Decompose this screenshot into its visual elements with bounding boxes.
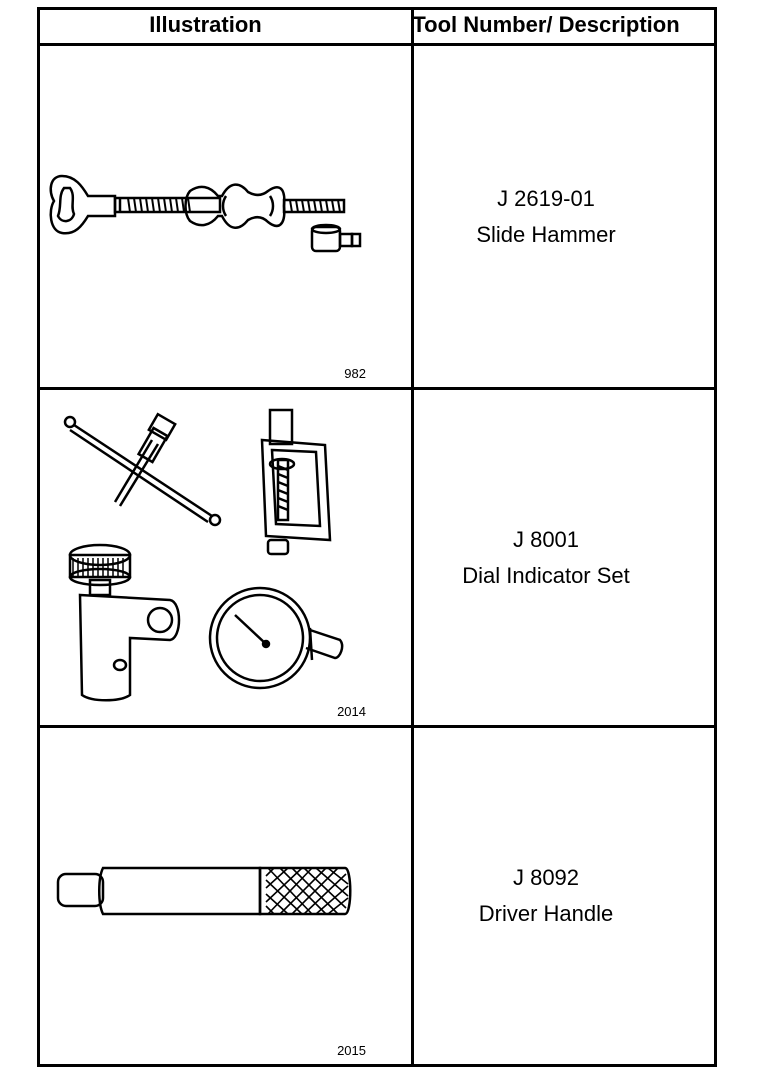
figure-number: 2014 (337, 704, 366, 719)
dial-indicator-set-icon (63, 408, 344, 702)
header-description: Tool Number/ Description (412, 12, 680, 37)
tool-description: Dial Indicator Set (462, 562, 630, 588)
header-divider (37, 43, 717, 46)
row-divider (37, 725, 717, 728)
slide-hammer-icon (49, 174, 362, 253)
figure-number: 2015 (337, 1043, 366, 1058)
tool-number: J 8001 (512, 526, 580, 552)
table-row: J 8092 Driver Handle (377, 728, 715, 1064)
driver-handle-icon (56, 866, 352, 916)
table-row: 2015 (40, 728, 374, 1064)
header-illustration: Illustration (149, 12, 262, 37)
tool-number: J 2619-01 (497, 185, 595, 211)
table-grid (37, 7, 717, 1067)
tool-description: Driver Handle (478, 901, 614, 926)
table-row: 982 (40, 46, 374, 387)
tool-description: Slide Hammer (476, 221, 616, 247)
figure-number: 982 (344, 366, 366, 381)
table-row: 2014 (40, 390, 374, 725)
tool-number: J 8092 (512, 865, 580, 890)
column-divider (411, 7, 414, 1067)
row-divider (37, 387, 717, 390)
tools-table (37, 7, 717, 1067)
table-row: J 8001 Dial Indicator Set (377, 390, 715, 725)
table-row: J 2619-01 Slide Hammer (377, 46, 715, 387)
